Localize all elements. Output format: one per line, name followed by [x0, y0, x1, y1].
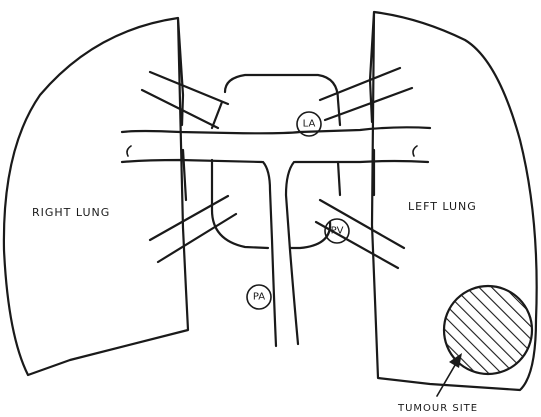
tumour-hatching	[440, 282, 540, 382]
right-lower-vessel	[150, 196, 236, 262]
pv-label: PV	[331, 226, 344, 237]
left-vessel-end-mark	[413, 146, 417, 156]
la-label: LA	[303, 119, 316, 130]
right-lung-outline	[4, 18, 188, 375]
pulmonary-artery-trunk	[263, 162, 298, 346]
cross-vessel-lower	[122, 160, 428, 162]
right-vessel-end-mark	[127, 146, 131, 156]
left-upper-vessel	[320, 68, 412, 120]
tumour-site-label: TUMOUR SITE	[397, 403, 478, 414]
cross-vessel-upper	[122, 127, 430, 133]
right-lung-label: RIGHT LUNG	[32, 206, 110, 219]
left-lung-label: LEFT LUNG	[408, 200, 477, 213]
pa-label: PA	[253, 292, 265, 303]
